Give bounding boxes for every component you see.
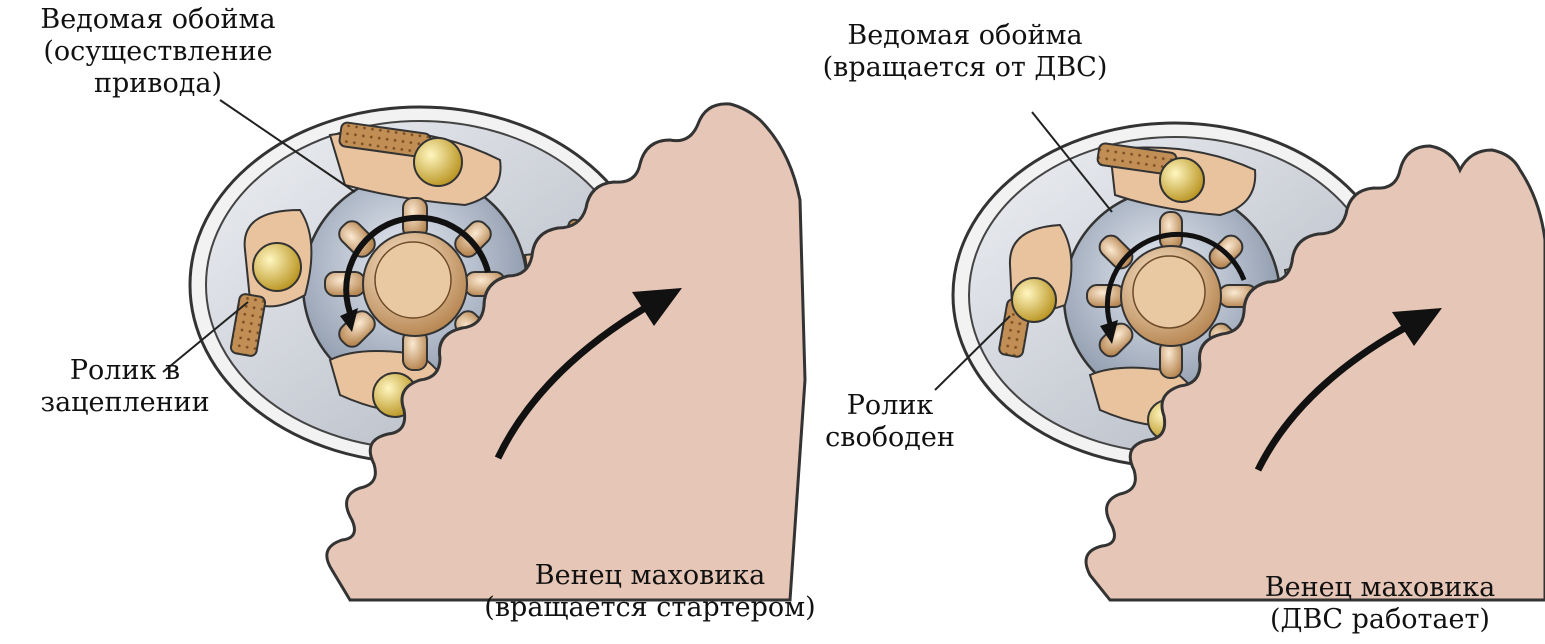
right-overrunning-clutch <box>935 112 1545 600</box>
label-line: (ДВС работает) <box>1220 604 1540 636</box>
roller-left <box>1012 278 1056 322</box>
left-flywheel-ring-label: Венец маховика (вращается стартером) <box>445 560 855 624</box>
roller-left <box>253 243 301 291</box>
label-line: Ведомая обойма <box>780 20 1150 52</box>
label-line: (осуществление <box>8 36 308 68</box>
roller-top <box>1160 158 1204 202</box>
label-line: Ролик в <box>20 355 230 387</box>
right-driven-race-label: Ведомая обойма (вращается от ДВС) <box>780 20 1150 84</box>
label-line: Ролик <box>800 390 980 422</box>
roller-top <box>414 138 462 186</box>
left-overrunning-clutch <box>163 100 805 600</box>
right-flywheel-ring-label: Венец маховика (ДВС работает) <box>1220 572 1540 636</box>
label-line: (вращается стартером) <box>445 592 855 624</box>
label-line: (вращается от ДВС) <box>780 52 1150 84</box>
label-line: Венец маховика <box>1220 572 1540 604</box>
label-line: свободен <box>800 422 980 454</box>
left-driven-race-label: Ведомая обойма (осуществление привода) <box>8 4 308 100</box>
left-roller-label: Ролик в зацеплении <box>20 355 230 419</box>
label-line: привода) <box>8 68 308 100</box>
label-line: зацеплении <box>20 387 230 419</box>
label-line: Венец маховика <box>445 560 855 592</box>
label-line: Ведомая обойма <box>8 4 308 36</box>
right-roller-label: Ролик свободен <box>800 390 980 454</box>
